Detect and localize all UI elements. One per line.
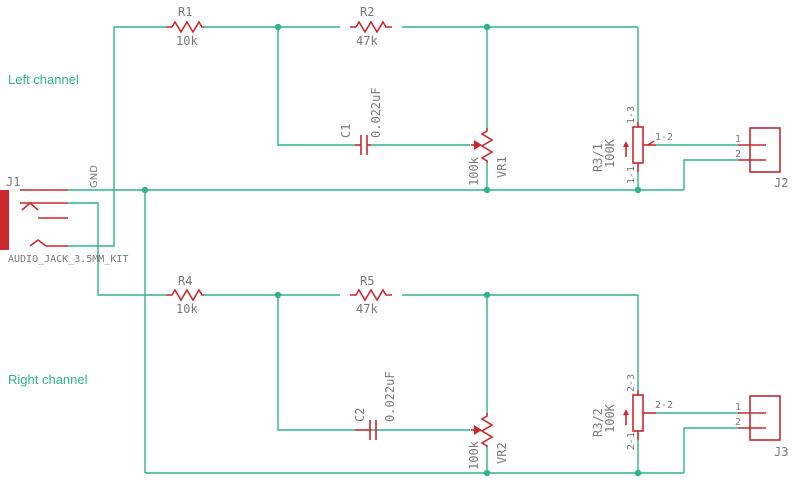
wires [68,26,738,474]
j1-name: J1 [6,175,20,189]
j2-name: J2 [774,176,788,190]
connector-j2[interactable]: 1 2 J2 [735,127,788,190]
j3-name: J3 [774,445,788,459]
r2-name: R2 [360,5,374,19]
r3-2-pin-bottom: 2-1 [626,432,637,450]
j2-pin2: 2 [735,149,741,160]
r2-value: 47k [356,34,378,48]
r3-1-pin-top: 1-3 [626,106,637,124]
junctions [141,23,642,477]
r3-1-name: R3/1 [591,143,605,172]
trimmer-vr1[interactable]: 100k VR1 [467,128,509,186]
j1-value: AUDIO_JACK_3.5MM_KIT [8,254,128,265]
j2-pin1: 1 [735,134,741,145]
capacitor-c1[interactable]: C1 0.022uF [339,87,383,155]
r3-1-pin-right: 1-2 [655,132,673,143]
r3-2-pin-top: 2-3 [626,374,637,392]
j3-pin2: 2 [735,417,741,428]
r3-1-pin-bottom: 1-1 [626,166,637,184]
r3-1-value: 100K [603,138,617,168]
left-channel-note: Left channel [8,72,79,87]
trimmer-vr2[interactable]: 100k VR2 [467,413,509,470]
r1-name: R1 [178,5,192,19]
vr1-name: VR1 [495,156,509,178]
dual-pot-r3-2[interactable]: R3/2 100K 2-3 2-2 2-1 [591,374,673,450]
resistor-r2[interactable]: R2 47k [350,5,392,48]
r5-value: 47k [356,302,378,316]
j1-gnd-net: GND [89,165,100,188]
connector-j3[interactable]: 1 2 J3 [735,395,788,459]
r3-2-name: R3/2 [591,408,605,437]
capacitor-c2[interactable]: C2 0.022uF [353,371,397,440]
r5-name: R5 [360,274,374,288]
c1-value: 0.022uF [369,87,383,138]
c2-value: 0.022uF [383,371,397,422]
resistor-r1[interactable]: R1 10k [166,5,204,48]
r3-2-value: 100K [603,403,617,433]
resistor-r5[interactable]: R5 47k [350,274,392,316]
right-channel-note: Right channel [8,372,88,387]
resistor-r4[interactable]: R4 10k [166,274,204,316]
r4-value: 10k [176,302,198,316]
audio-jack-j1[interactable]: J1 GND AUDIO_JACK_3.5MM_KIT [0,165,128,265]
dual-pot-r3-1[interactable]: R3/1 100K 1-3 1-2 1-1 [591,106,673,184]
vr2-value: 100k [467,440,481,470]
c2-name: C2 [353,408,367,422]
c1-name: C1 [339,124,353,138]
vr1-value: 100k [467,156,481,186]
r1-value: 10k [176,34,198,48]
j3-pin1: 1 [735,402,741,413]
r3-2-pin-right: 2-2 [655,400,673,411]
r4-name: R4 [178,274,192,288]
vr2-name: VR2 [495,442,509,464]
